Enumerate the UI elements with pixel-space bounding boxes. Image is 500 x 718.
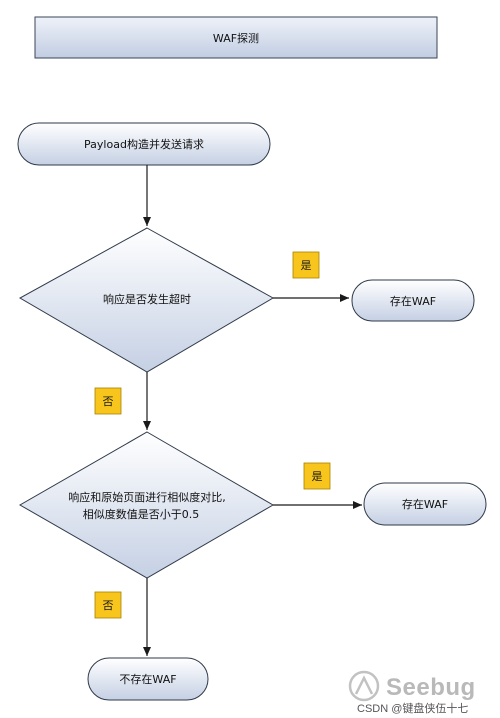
waf-absent-node: 不存在WAF	[87, 657, 209, 701]
waf-present-node-2-label: 存在WAF	[402, 497, 448, 511]
title-box-label: WAF探测	[213, 32, 259, 45]
waf-present-node-1-label: 存在WAF	[390, 294, 436, 308]
payload-node: Payload构造并发送请求	[17, 122, 271, 166]
no-tag-1-label: 否	[103, 395, 114, 408]
payload-node-label: Payload构造并发送请求	[84, 137, 204, 151]
waf-present-node-2: 存在WAF	[363, 482, 487, 526]
no-tag-1: 否	[94, 387, 122, 415]
timeout-decision: 响应是否发生超时	[18, 227, 275, 373]
yes-tag-1-label: 是	[301, 259, 312, 272]
timeout-decision-label: 响应是否发生超时	[103, 292, 191, 306]
yes-tag-2: 是	[303, 462, 331, 490]
seebug-logo-text: Seebug	[386, 674, 476, 701]
csdn-credit: CSDN @键盘侠伍十七	[357, 701, 468, 715]
title-box: WAF探测	[34, 16, 438, 59]
no-tag-2: 否	[94, 591, 122, 619]
yes-tag-1: 是	[292, 251, 320, 279]
seebug-logo-icon	[348, 670, 380, 702]
waf-absent-node-label: 不存在WAF	[119, 672, 176, 686]
no-tag-2-label: 否	[103, 599, 114, 612]
similarity-decision-line1: 响应和原始页面进行相似度对比,	[68, 490, 226, 504]
similarity-decision-line2: 相似度数值是否小于0.5	[83, 507, 200, 521]
seebug-watermark: Seebug CSDN @键盘侠伍十七	[348, 670, 476, 715]
similarity-decision: 响应和原始页面进行相似度对比, 相似度数值是否小于0.5	[18, 431, 274, 579]
yes-tag-2-label: 是	[312, 470, 323, 483]
waf-present-node-1: 存在WAF	[351, 279, 475, 322]
